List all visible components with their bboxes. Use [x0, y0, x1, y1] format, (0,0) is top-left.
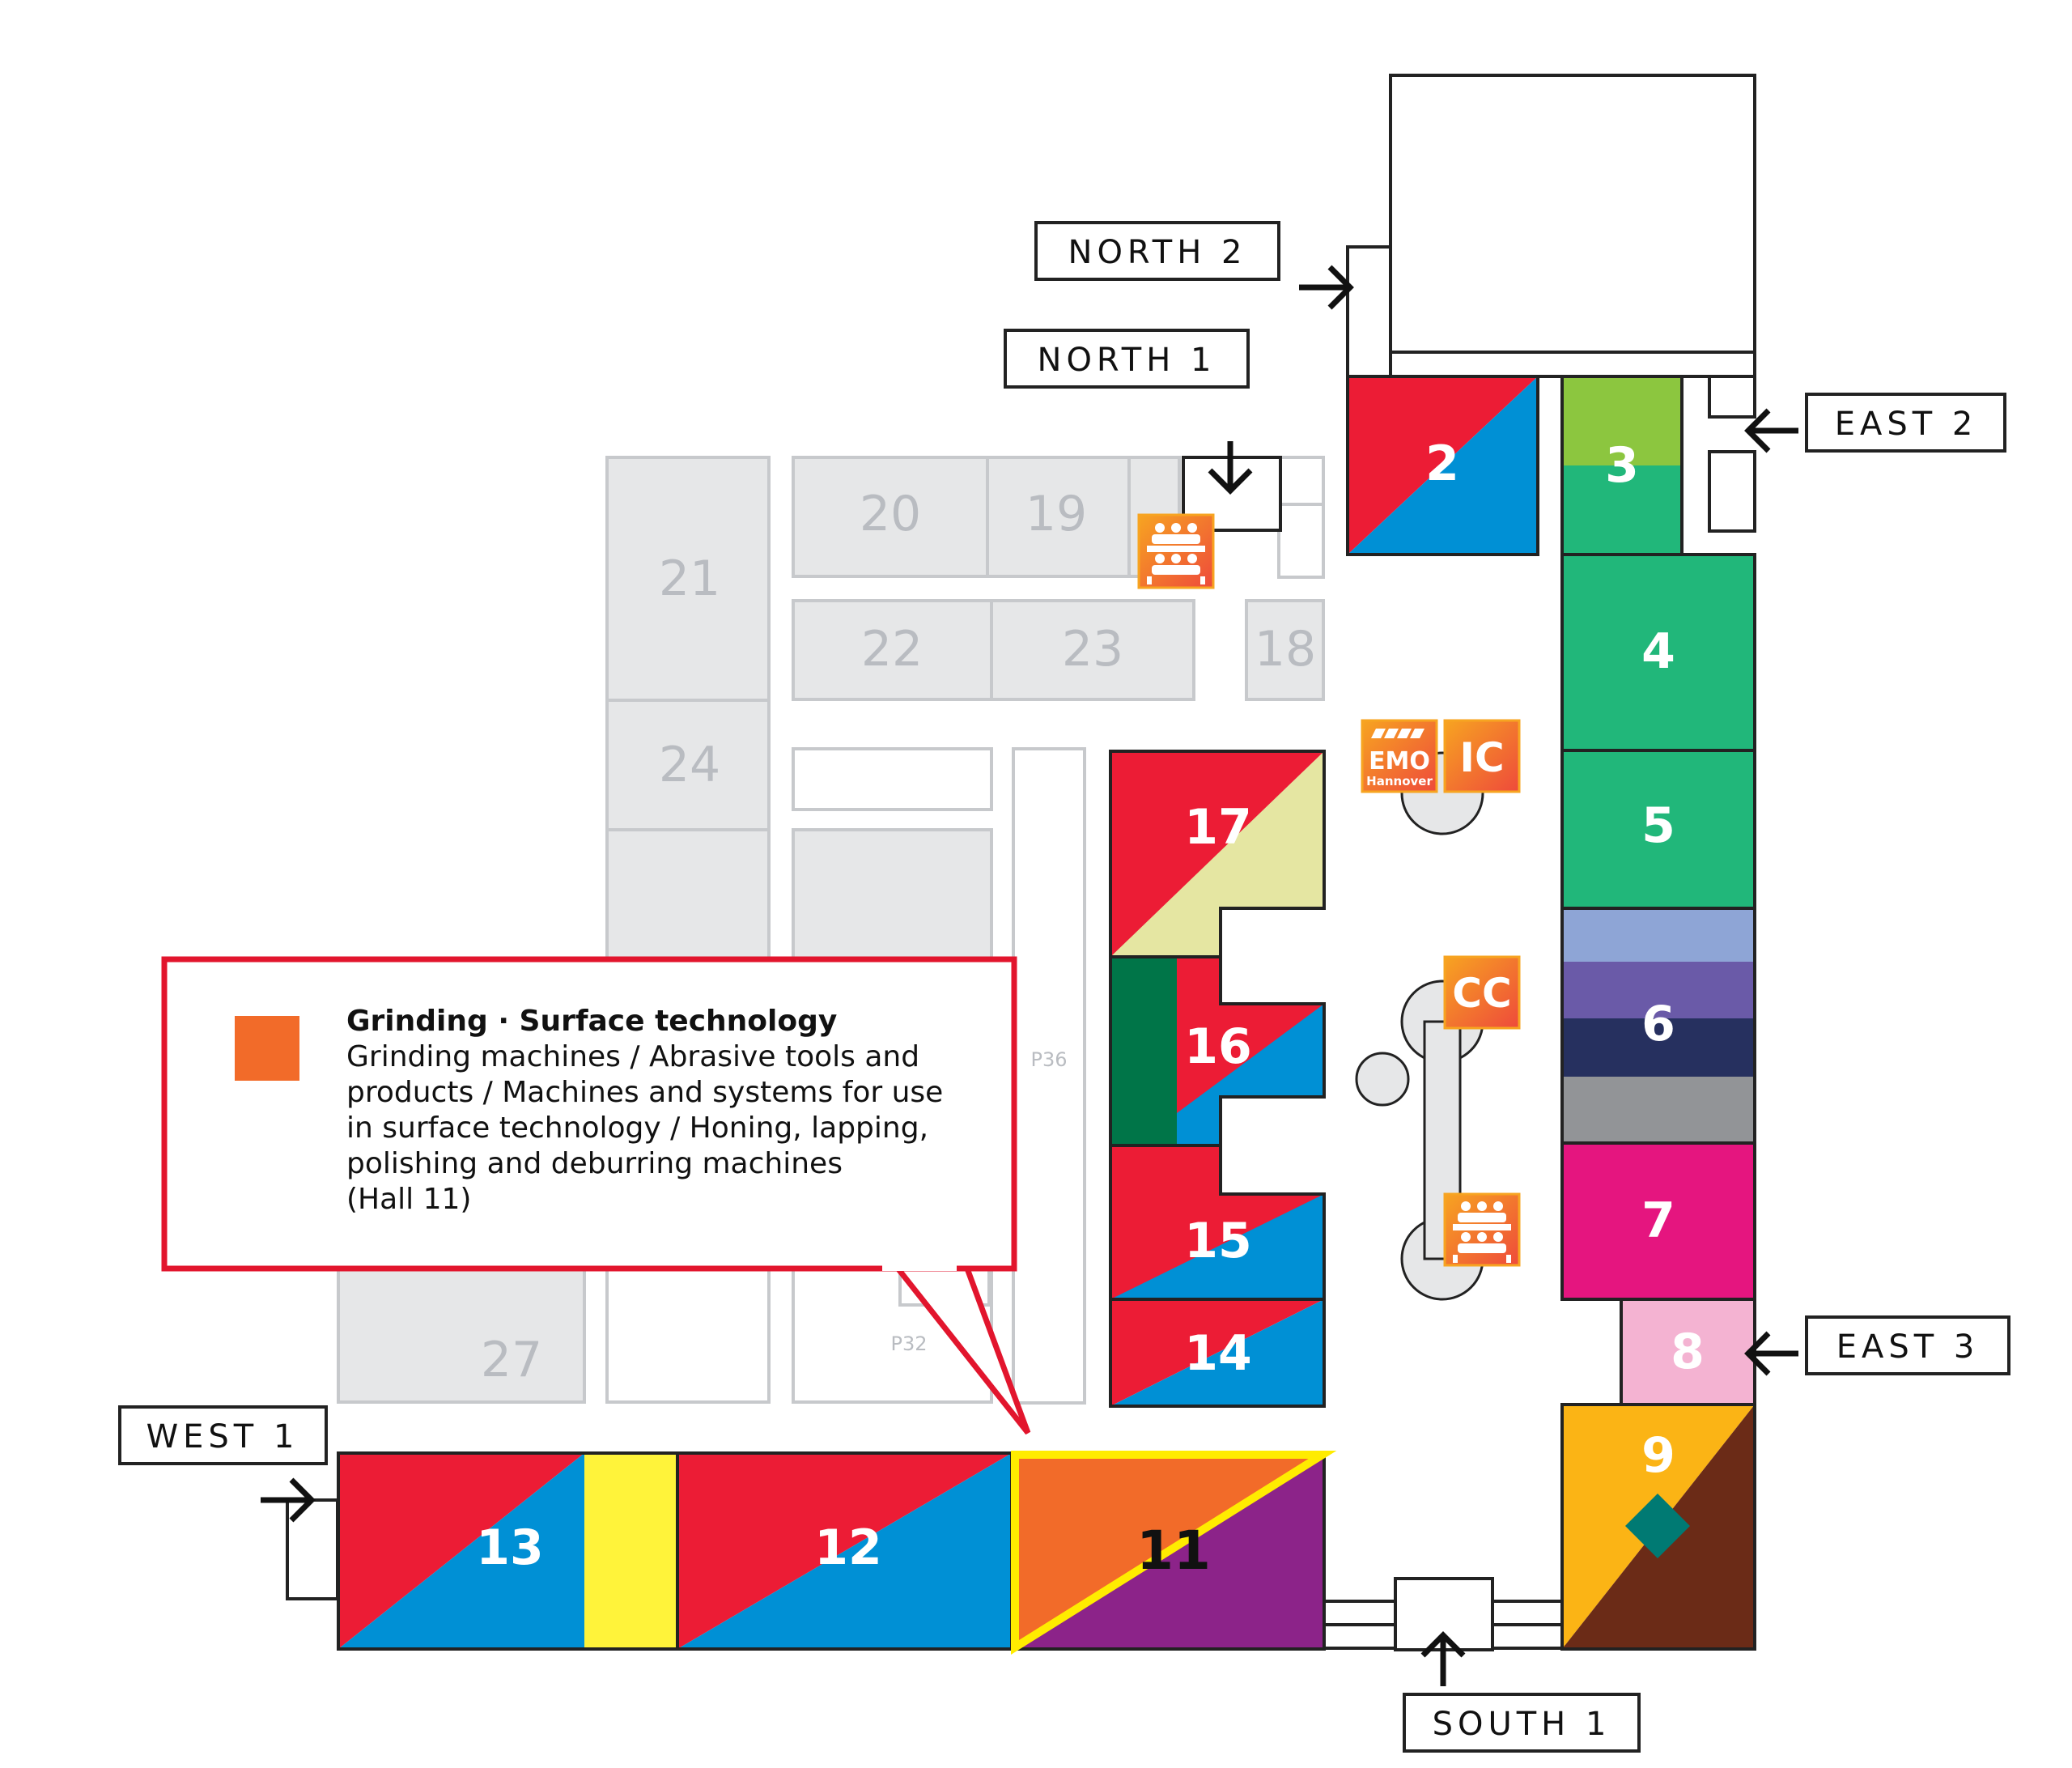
legend-line: products / Machines and systems for use [346, 1076, 944, 1109]
hall-11[interactable]: 11 [1011, 1451, 1337, 1655]
hall-19[interactable] [986, 456, 1131, 578]
gate-east-3[interactable]: EAST 3 [1805, 1315, 2010, 1375]
gate-north-2[interactable]: NORTH 2 [1034, 221, 1280, 281]
legend-line: polishing and deburring machines [346, 1147, 843, 1180]
ic-icon-label: IC [1459, 734, 1504, 781]
hall-21[interactable] [605, 456, 771, 702]
arrow-right-icon-2 [261, 1477, 316, 1523]
hall-9-label: 9 [1641, 1427, 1675, 1484]
hall-4-label: 4 [1641, 623, 1675, 680]
hall-27[interactable] [337, 1261, 586, 1404]
convention-center-icon[interactable]: CC [1443, 955, 1521, 1030]
meeting-point-icon-2[interactable] [1443, 1192, 1521, 1267]
hall-17[interactable]: 17 [1109, 750, 1326, 958]
meeting-point-icon[interactable] [1137, 513, 1215, 589]
north-structures [1346, 74, 1756, 533]
hall-14-label: 14 [1184, 1325, 1252, 1382]
hall-22[interactable] [792, 599, 993, 701]
arrow-left-icon [1744, 408, 1798, 453]
hall-14[interactable]: 14 [1109, 1298, 1326, 1408]
cc-icon-label: CC [1452, 970, 1511, 1017]
pavilion-p36-label: P36 [1030, 1048, 1067, 1071]
hall-9[interactable]: 9 [1560, 1403, 1756, 1651]
gate-south-1[interactable]: SOUTH 1 [1403, 1693, 1641, 1753]
hall-2[interactable]: 2 [1346, 375, 1539, 556]
hall-19-label: 19 [1025, 486, 1087, 542]
gate-north-2-label: NORTH 2 [1068, 234, 1247, 271]
hall-6-label: 6 [1641, 996, 1675, 1052]
hall-24[interactable] [605, 699, 771, 831]
hall-18-label: 18 [1255, 621, 1316, 678]
hall-3[interactable]: 3 [1560, 375, 1684, 556]
outline-structures [605, 456, 1325, 1405]
hall-11-label: 11 [1136, 1519, 1211, 1582]
south-connector [1323, 1577, 1565, 1651]
hall-16[interactable]: 16 [1109, 955, 1326, 1147]
gate-east-2-label: EAST 2 [1835, 406, 1978, 443]
hall-4[interactable]: 4 [1560, 553, 1756, 752]
hall-2-label: 2 [1425, 436, 1459, 492]
arrow-up-icon [1420, 1631, 1466, 1686]
hall-23[interactable] [990, 599, 1195, 701]
legend-line: in surface technology / Honing, lapping, [346, 1111, 929, 1145]
legend-line: (Hall 11) [346, 1183, 472, 1216]
arrow-right-icon [1299, 265, 1354, 310]
hall-17-label: 17 [1184, 799, 1252, 856]
hall-16-label: 16 [1184, 1018, 1252, 1075]
hall-9-diamond-marker [1625, 1494, 1690, 1558]
hall-6[interactable]: 6 [1560, 907, 1756, 1145]
hall-20-label: 20 [860, 486, 921, 542]
information-center-icon[interactable]: IC [1443, 719, 1521, 793]
hall-3-label: 3 [1605, 437, 1639, 494]
legend-text: Grinding · Surface technology Grinding m… [346, 1004, 994, 1218]
gate-east-3-label: EAST 3 [1836, 1328, 1980, 1366]
hall-27-label: 27 [481, 1332, 542, 1388]
hall-7[interactable]: 7 [1560, 1141, 1756, 1301]
hall-22-label: 22 [861, 621, 923, 678]
emo-icon-subtext: Hannover [1366, 774, 1433, 788]
gate-north-1-label: NORTH 1 [1038, 342, 1216, 379]
hall-13-label: 13 [476, 1519, 544, 1576]
hall-21-label: 21 [659, 550, 720, 607]
legend-title: Grinding · Surface technology [346, 1005, 838, 1038]
hall-12-label: 12 [814, 1519, 882, 1576]
legend-line: Grinding machines / Abrasive tools and [346, 1040, 920, 1073]
gate-south-1-label: SOUTH 1 [1433, 1706, 1611, 1743]
hall-13[interactable]: 13 [337, 1451, 679, 1651]
gate-east-2[interactable]: EAST 2 [1805, 393, 2006, 453]
gate-west-1-label: WEST 1 [146, 1418, 299, 1456]
gate-north-1[interactable]: NORTH 1 [1004, 329, 1250, 389]
hall-5[interactable]: 5 [1560, 749, 1756, 910]
gate-west-1[interactable]: WEST 1 [118, 1405, 328, 1465]
emo-hannover-icon[interactable]: EMO Hannover [1361, 719, 1438, 793]
hall-8-label: 8 [1671, 1324, 1705, 1380]
arrow-down-icon [1208, 441, 1253, 495]
legend-callout [161, 956, 1031, 1435]
emo-icon-text: EMO [1369, 747, 1430, 776]
hall-15-label: 15 [1184, 1213, 1252, 1269]
hall-24-label: 24 [659, 737, 720, 793]
legend-swatch [235, 1016, 299, 1081]
pavilion-p32-label: P32 [890, 1332, 927, 1355]
arrow-left-icon-2 [1744, 1331, 1798, 1376]
hall-5-label: 5 [1641, 797, 1675, 854]
hall-15[interactable]: 15 [1109, 1144, 1326, 1301]
hall-23-label: 23 [1062, 621, 1123, 678]
hall-7-label: 7 [1641, 1192, 1675, 1249]
hall-8[interactable]: 8 [1620, 1298, 1756, 1406]
hall-12[interactable]: 12 [676, 1451, 1013, 1651]
hall-18[interactable] [1245, 599, 1325, 701]
